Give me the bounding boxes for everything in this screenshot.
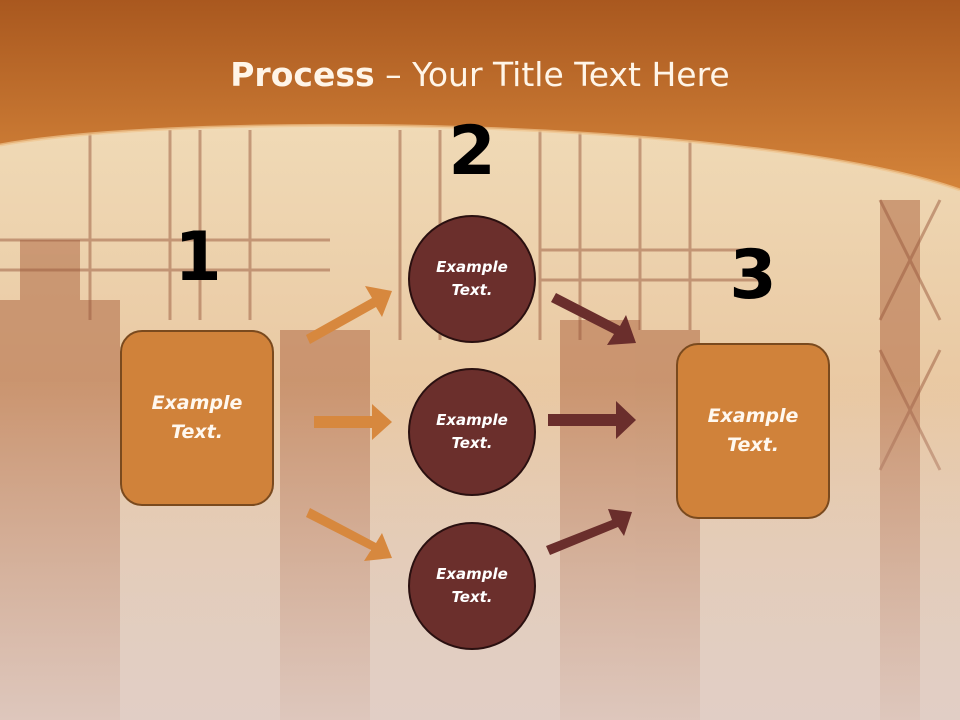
title-bold: Process <box>230 55 375 94</box>
right-box-text: Example Text. <box>707 405 799 456</box>
right-box: Example Text. <box>676 343 830 519</box>
circle-mid: Example Text. <box>408 368 536 496</box>
slide-title: Process – Your Title Text Here <box>0 50 960 100</box>
arrow-top-to-right <box>551 293 636 345</box>
circle-top: Example Text. <box>408 215 536 343</box>
arrow-left-to-mid <box>314 404 392 440</box>
arrow-bottom-to-right <box>546 509 632 555</box>
circle-top-text: Example Text. <box>436 258 508 299</box>
step-number-3: 3 <box>729 236 777 315</box>
arrow-left-to-bottom <box>306 508 392 561</box>
step-number-1: 1 <box>174 218 222 297</box>
step-number-2: 2 <box>448 112 496 191</box>
left-box-text: Example Text. <box>151 392 243 443</box>
circle-bottom-text: Example Text. <box>436 565 508 606</box>
title-rest: – Your Title Text Here <box>374 55 730 94</box>
arrow-mid-to-right <box>548 401 636 439</box>
circle-mid-text: Example Text. <box>436 411 508 452</box>
circle-bottom: Example Text. <box>408 522 536 650</box>
left-box: Example Text. <box>120 330 274 506</box>
arrow-left-to-top <box>306 286 392 344</box>
header-band <box>0 0 960 190</box>
